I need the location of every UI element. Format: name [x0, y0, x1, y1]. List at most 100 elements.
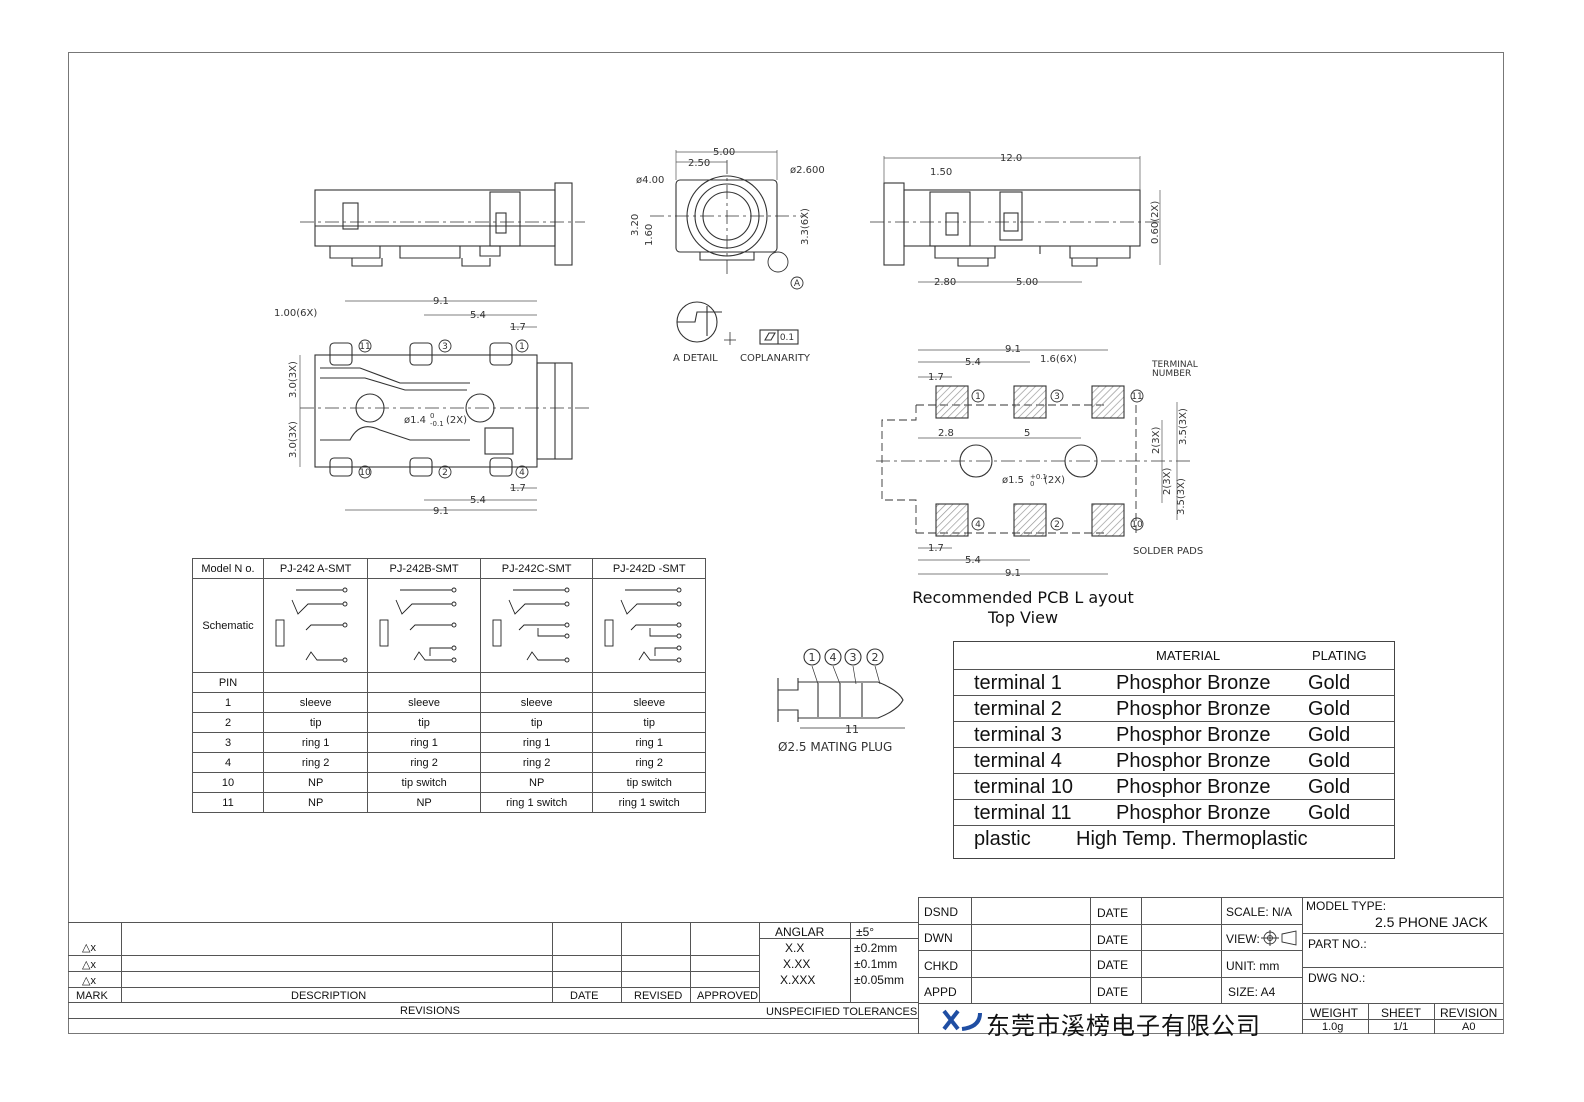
svg-text:5.4: 5.4: [470, 310, 486, 321]
mark-label: MARK: [76, 990, 108, 1002]
svg-text:9.1: 9.1: [1005, 568, 1021, 579]
right-side-view: [870, 182, 1160, 267]
appd-label: APPD: [924, 985, 957, 999]
svg-text:COPLANARITY: COPLANARITY: [740, 353, 811, 364]
svg-text:3.5(3X): 3.5(3X): [1176, 478, 1187, 515]
sheet-label: SHEET: [1381, 1006, 1422, 1020]
svg-text:5.00: 5.00: [1016, 277, 1038, 288]
scale-label: SCALE: N/A: [1226, 905, 1293, 919]
cell: 3: [192, 732, 264, 753]
svg-text:2.80: 2.80: [934, 277, 956, 288]
dimension-lines: [299, 150, 1178, 575]
svg-text:2.8: 2.8: [938, 428, 954, 439]
cell: ring 1: [262, 732, 369, 753]
view-label: VIEW:: [1226, 932, 1260, 946]
schematic-b: [367, 578, 481, 673]
tol-value: ±0.05mm: [854, 973, 904, 987]
tol-value: ±0.2mm: [854, 941, 898, 955]
svg-text:4: 4: [975, 520, 981, 530]
cell: tip switch: [592, 772, 706, 793]
cell: tip switch: [367, 772, 481, 793]
size-label: SIZE: A4: [1228, 985, 1276, 999]
cell: sleeve: [262, 692, 369, 713]
svg-text:3: 3: [1054, 392, 1060, 402]
svg-text:5: 5: [1024, 428, 1030, 439]
pin-header-row: PIN: [192, 672, 706, 693]
tol-label: X.XXX: [780, 973, 816, 987]
svg-text:10: 10: [1131, 520, 1143, 530]
header-cell: PJ-242C-SMT: [479, 558, 594, 579]
header-cell: PJ-242 A-SMT: [262, 558, 369, 579]
material-header: MATERIAL: [1156, 648, 1221, 663]
svg-text:+0.1: +0.1: [1030, 473, 1047, 481]
drawing-frame: [68, 52, 1504, 1034]
date-label: DATE: [1097, 958, 1129, 972]
svg-text:A: A: [794, 279, 801, 289]
revised-label: REVISED: [634, 990, 683, 1002]
chkd-label: CHKD: [924, 959, 959, 973]
a-detail: [676, 301, 799, 345]
svg-text:ø1.4: ø1.4: [404, 415, 426, 426]
tol-label: X.XX: [783, 957, 811, 971]
svg-text:1.00(6X): 1.00(6X): [274, 308, 317, 319]
header-cell: Model N o.: [192, 558, 264, 579]
tol-value: ±0.1mm: [854, 957, 898, 971]
cell: sleeve: [479, 692, 594, 713]
cell: 2: [192, 712, 264, 733]
date-label: DATE: [1097, 933, 1129, 947]
svg-text:1.50: 1.50: [930, 167, 952, 178]
svg-text:0: 0: [430, 412, 434, 420]
svg-text:1.7: 1.7: [510, 322, 526, 333]
header-cell: PJ-242D -SMT: [592, 558, 706, 579]
svg-text:TERMINAL: TERMINAL: [1151, 360, 1198, 370]
sheet-value: 1/1: [1393, 1021, 1409, 1033]
approved-label: APPROVED: [697, 990, 759, 1002]
pin-numbers: 11 3 1 10 2 4 1 3 11 4 2 10 A 1 4 3 2 11…: [359, 279, 1143, 736]
svg-text:2: 2: [442, 468, 448, 478]
dwg-no-label: DWG NO.:: [1308, 971, 1366, 985]
svg-text:3.20: 3.20: [630, 214, 641, 236]
svg-text:3.0(3X): 3.0(3X): [288, 421, 299, 458]
svg-text:ø1.5: ø1.5: [1002, 475, 1024, 486]
cell: NP: [262, 792, 369, 813]
cell: NP: [367, 792, 481, 813]
schematic-a: [262, 578, 369, 673]
left-side-view: [300, 182, 585, 267]
cell: 10: [192, 772, 264, 793]
revision-label: REVISION: [1440, 1006, 1498, 1020]
tol-label: X.X: [785, 941, 805, 955]
svg-text:NUMBER: NUMBER: [1152, 369, 1191, 379]
svg-text:3.3(6X): 3.3(6X): [800, 208, 811, 245]
svg-text:5.4: 5.4: [965, 555, 981, 566]
cell: NP: [479, 772, 594, 793]
svg-text:1: 1: [975, 392, 981, 402]
svg-text:4: 4: [830, 651, 837, 664]
svg-text:3.5(3X): 3.5(3X): [1178, 408, 1189, 445]
cell: ring 2: [262, 752, 369, 773]
pcb-caption: Recommended PCB L ayout Top View: [912, 588, 1134, 627]
svg-text:A DETAIL: A DETAIL: [673, 353, 718, 364]
svg-text:10: 10: [359, 468, 371, 478]
svg-text:2: 2: [1054, 520, 1060, 530]
svg-text:Recommended PCB L ayout: Recommended PCB L ayout: [912, 588, 1134, 607]
table-header-row: Model N o. PJ-242 A-SMT PJ-242B-SMT PJ-2…: [192, 558, 706, 579]
svg-text:5.00: 5.00: [713, 147, 735, 158]
svg-text:12.0: 12.0: [1000, 153, 1022, 164]
model-type-label: MODEL TYPE:: [1306, 899, 1387, 913]
date-label: DATE: [1097, 985, 1129, 999]
model-type-value: 2.5 PHONE JACK: [1375, 914, 1488, 930]
svg-text:SOLDER PADS: SOLDER PADS: [1133, 546, 1203, 557]
model-table: Model N o. PJ-242 A-SMT PJ-242B-SMT PJ-2…: [192, 558, 706, 813]
cell: tip: [262, 712, 369, 733]
svg-text:11: 11: [845, 723, 859, 736]
svg-text:4: 4: [519, 468, 525, 478]
svg-text:2(3X): 2(3X): [1162, 468, 1173, 495]
cell: ring 1: [592, 732, 706, 753]
rev-mark: △x: [82, 942, 96, 954]
svg-text:0: 0: [1030, 480, 1034, 488]
svg-text:1.6(6X): 1.6(6X): [1040, 354, 1077, 365]
